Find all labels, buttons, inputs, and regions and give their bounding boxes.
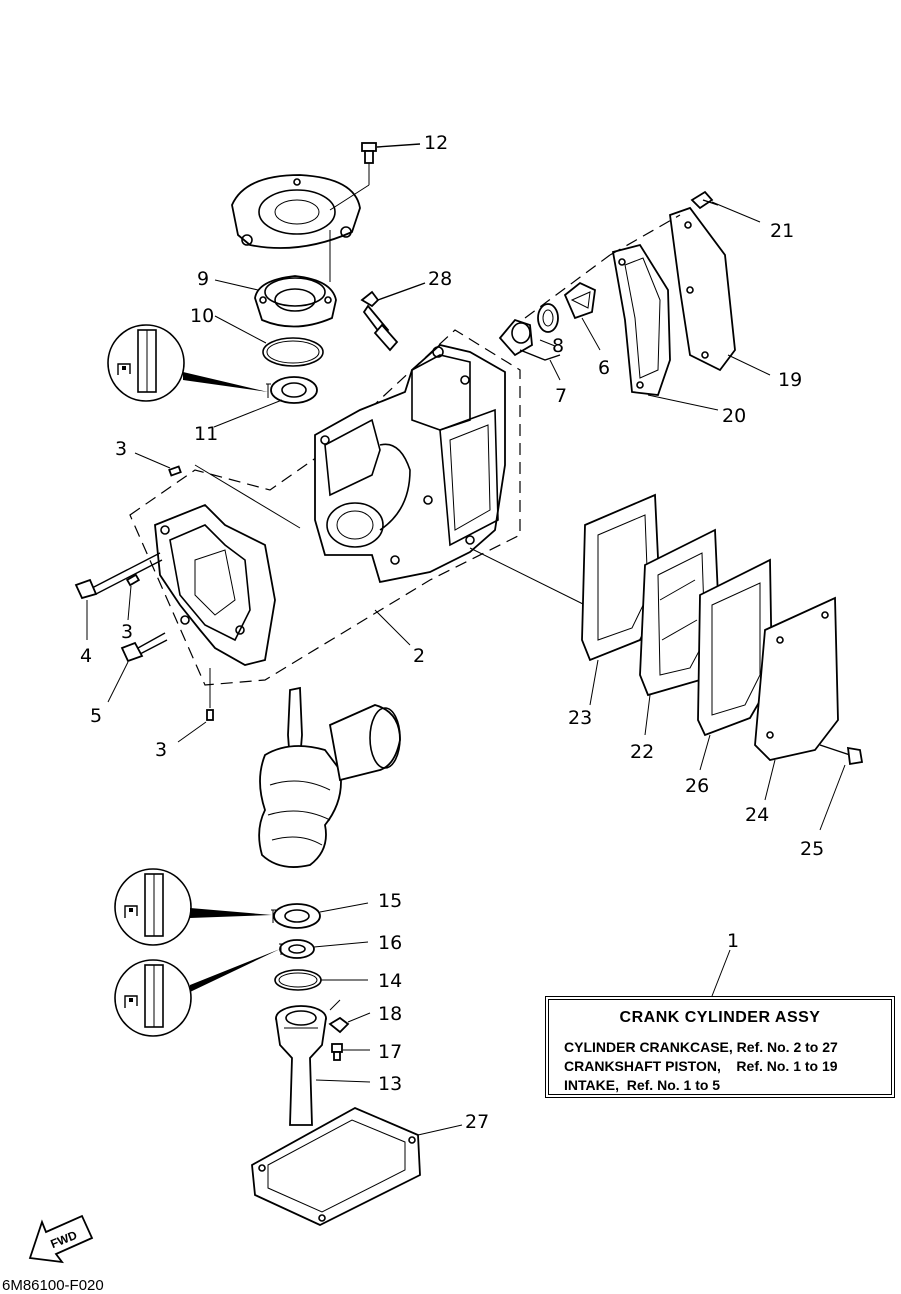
- part-number-11: 11: [194, 423, 218, 445]
- part-number-15: 15: [378, 890, 402, 912]
- part-number-2: 2: [413, 645, 425, 667]
- part-number-4: 4: [80, 645, 92, 667]
- reference-box-title: CRANK CYLINDER ASSY: [619, 1009, 821, 1026]
- oil-seal-11: [213, 376, 318, 428]
- part-number-7: 7: [555, 385, 567, 407]
- part-number-12: 12: [424, 132, 448, 154]
- part-number-13: 13: [378, 1073, 402, 1095]
- part-number-28: 28: [428, 268, 452, 290]
- crankshaft: [258, 686, 401, 868]
- reference-line-2: CRANKSHAFT PISTON, Ref. No. 1 to 19: [564, 1058, 838, 1074]
- part-number-3b: 3: [121, 621, 133, 643]
- bolt-4: [74, 552, 163, 640]
- oil-seal-16: [279, 939, 369, 959]
- part-number-17: 17: [378, 1041, 402, 1063]
- leader-1: [711, 949, 731, 997]
- exhaust-cover-19: [669, 206, 771, 376]
- exhaust-gasket-20: [524, 214, 719, 411]
- spark-plug-28: [360, 282, 426, 352]
- washer-18: [328, 1012, 371, 1034]
- intake-cover-24: [754, 596, 839, 801]
- dowel-pin-3c: [177, 668, 214, 743]
- gasket-8: [537, 303, 559, 333]
- screw-17: [331, 1043, 370, 1061]
- fwd-arrow-icon: FWD: [28, 1214, 94, 1264]
- thermostat-7: [498, 318, 561, 381]
- gasket-26: [697, 558, 773, 771]
- reference-box: CRANK CYLINDER ASSY CYLINDER CRANKCASE, …: [545, 996, 895, 1098]
- gasket-23: [581, 493, 661, 706]
- part-number-16: 16: [378, 932, 402, 954]
- part-number-26: 26: [685, 775, 709, 797]
- cylinder-group-outline: [129, 329, 521, 686]
- part-number-27: 27: [465, 1111, 489, 1133]
- part-number-25: 25: [800, 838, 824, 860]
- part-number-24: 24: [745, 804, 769, 826]
- o-ring-14: [274, 969, 368, 991]
- bolt-12: [329, 142, 421, 211]
- grease-callout-icon: [114, 949, 280, 1037]
- cover-6: [563, 281, 601, 351]
- part-number-3a: 3: [115, 438, 127, 460]
- reference-line-3: INTAKE, Ref. No. 1 to 5: [564, 1077, 721, 1093]
- part-number-14: 14: [378, 970, 402, 992]
- part-number-20: 20: [722, 405, 746, 427]
- part-number-8: 8: [552, 335, 564, 357]
- reference-line-1: CYLINDER CRANKCASE, Ref. No. 2 to 27: [564, 1039, 838, 1055]
- part-number-10: 10: [190, 305, 214, 327]
- base-gasket-27: [251, 1106, 463, 1226]
- dowel-pin-3b: [125, 573, 141, 621]
- grease-callout-icon: [114, 868, 272, 946]
- cylinder-block: [194, 344, 586, 606]
- part-number-6: 6: [598, 357, 610, 379]
- oil-seal-15: [271, 902, 369, 929]
- part-number-9: 9: [197, 268, 209, 290]
- bolt-5: [107, 632, 168, 703]
- part-number-3c: 3: [155, 739, 167, 761]
- grease-callout-icon: [107, 324, 268, 402]
- o-ring-10: [214, 315, 324, 367]
- part-number-1: 1: [727, 930, 739, 952]
- part-number-19: 19: [778, 369, 802, 391]
- dowel-pin-3a: [134, 452, 182, 477]
- part-number-5: 5: [90, 705, 102, 727]
- crankcase: [154, 503, 276, 666]
- figure-code: 6M86100-F020: [2, 1277, 104, 1294]
- part-number-23: 23: [568, 707, 592, 729]
- upper-bearing-cover: [231, 174, 361, 249]
- bolt-21: [690, 190, 761, 223]
- part-number-18: 18: [378, 1003, 402, 1025]
- bolt-25: [819, 744, 864, 831]
- seal-housing-9: [214, 230, 337, 328]
- driveshaft-housing-13: [275, 999, 371, 1126]
- part-number-21: 21: [770, 220, 794, 242]
- part-number-22: 22: [630, 741, 654, 763]
- leader-2: [374, 609, 411, 646]
